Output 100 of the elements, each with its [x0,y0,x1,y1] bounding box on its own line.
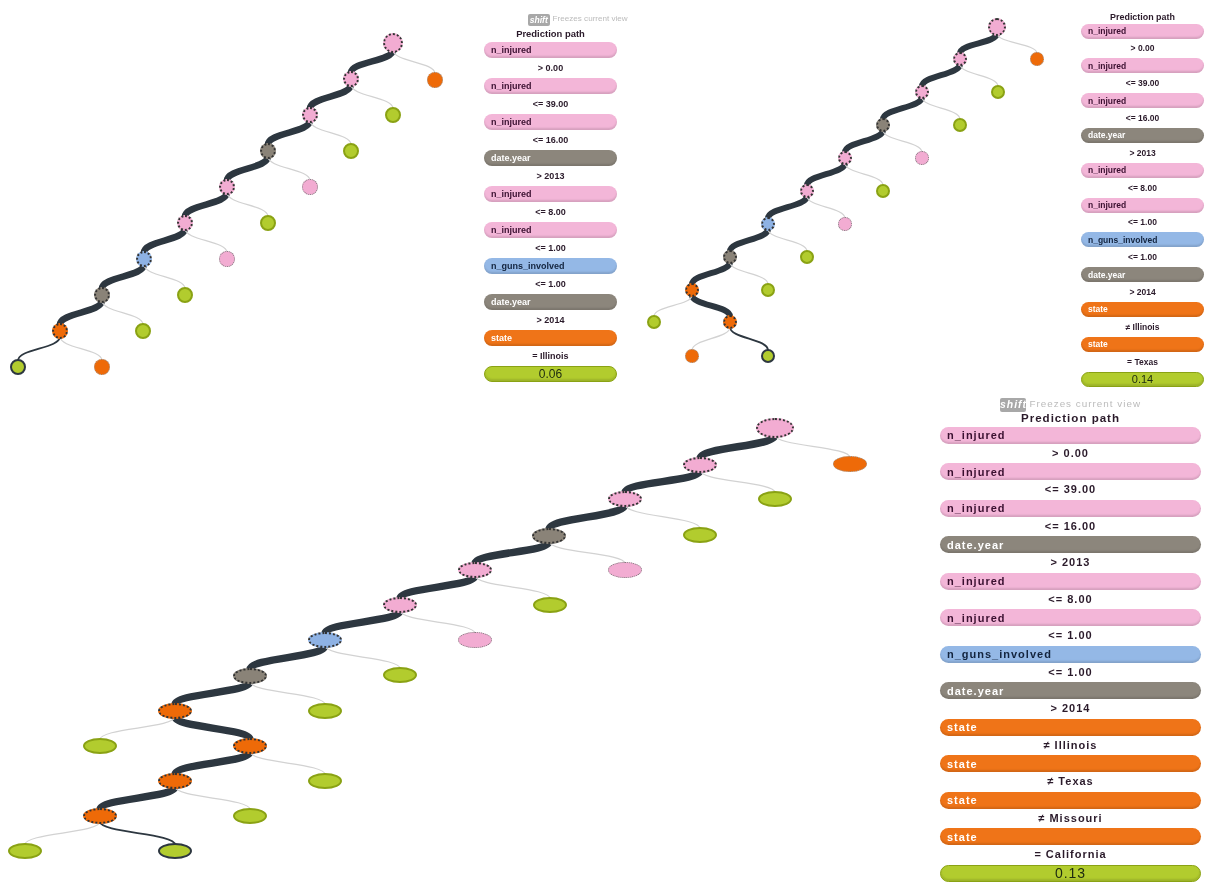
tree-branch [350,84,394,110]
feature-pill: date.year [484,294,617,310]
leaf-node [953,118,967,132]
feature-pill: n_injured [940,572,1201,590]
tree-branch [474,575,551,600]
leaf-node [458,632,492,648]
condition-text: ≠ Illinois [1124,321,1161,332]
prediction-value: 0.06 [484,366,617,382]
leaf-node [647,315,661,329]
split-node [94,287,110,303]
leaf-node [308,773,342,789]
condition-text: <= 1.00 [1047,665,1094,679]
feature-pill: state [940,755,1201,772]
split-node [685,283,699,297]
split-node [876,118,890,132]
condition-text: > 0.00 [1051,446,1090,460]
key-badge: shift [528,13,550,27]
leaf-node [10,359,26,375]
tree-branch [324,645,401,670]
leaf-node [219,251,235,267]
feature-pill: state [940,791,1201,809]
hint-text: Freezes current view [1029,398,1143,410]
feature-pill: date.year [484,150,617,166]
condition-text: ≠ Illinois [1042,738,1099,752]
panel-heading: Prediction path [1019,412,1121,426]
feature-pill: n_injured [940,426,1201,444]
feature-pill: state [484,330,617,346]
split-node [723,315,737,329]
leaf-node [383,667,417,683]
tree-branch [921,96,961,120]
condition-text: <= 16.00 [1043,519,1098,533]
tree-branch [882,129,923,153]
condition-text: <= 8.00 [1127,182,1158,193]
tree-branch [806,195,846,219]
feature-pill: date.year [1081,127,1204,143]
key-badge: shift [1000,397,1027,413]
condition-text: ≠ Texas [1046,775,1095,789]
leaf-node [683,527,717,543]
leaf-node [308,703,342,719]
tree-branch [249,751,326,776]
feature-pill: n_injured [484,114,617,130]
tree-branch [653,294,693,317]
condition-text: <= 8.00 [1047,592,1094,606]
condition-text: <= 16.00 [1124,112,1161,124]
feature-pill: n_injured [1081,93,1204,109]
leaf-node [427,72,443,88]
condition-text: ≠ Missouri [1037,811,1104,825]
split-node [953,52,967,66]
split-node [988,18,1006,36]
condition-text: <= 1.00 [534,242,567,254]
split-node [83,808,117,824]
split-node [838,151,852,165]
tree-branch [624,504,701,530]
condition-text: <= 1.00 [1047,629,1094,643]
condition-text: <= 1.00 [1127,217,1158,228]
condition-text: <= 39.00 [531,98,570,110]
tree-branch [729,261,769,285]
leaf-node [1030,52,1044,66]
leaf-node [685,349,699,363]
leaf-node [833,456,867,472]
feature-pill: n_injured [1081,23,1204,39]
condition-text: <= 1.00 [1127,252,1158,263]
feature-pill: state [1081,336,1204,352]
split-node [158,703,192,719]
feature-pill: date.year [940,536,1201,553]
feature-pill: n_guns_involved [1081,232,1204,248]
prediction-value: 0.13 [940,864,1201,882]
feature-pill: n_injured [484,222,617,238]
condition-text: <= 8.00 [534,206,567,218]
panel-heading: Prediction path [515,28,586,40]
leaf-node [260,215,276,231]
condition-text: <= 16.00 [531,134,570,146]
leaf-node [94,359,110,375]
feature-pill: n_guns_involved [484,258,617,274]
condition-text: > 2013 [1128,147,1157,158]
condition-text: <= 1.00 [534,278,567,290]
feature-pill: n_injured [1081,162,1204,178]
leaf-node [233,808,267,824]
tree-branch [267,156,311,182]
prediction-value: 0.14 [1081,371,1204,387]
tree-branch [959,63,999,87]
leaf-node [83,738,117,754]
leaf-node [838,217,852,231]
split-node [383,33,403,53]
condition-text: > 2014 [1049,702,1092,716]
tree-branch [767,228,808,252]
feature-pill: state [1081,301,1204,317]
condition-text: > 0.00 [1129,43,1156,54]
tree-branch [59,336,103,362]
feature-pill: n_injured [484,186,617,202]
leaf-node [991,85,1005,99]
condition-text: > 2013 [1049,556,1092,570]
split-node [233,668,267,684]
split-node [761,217,775,231]
split-node [52,323,68,339]
tree-branch [143,264,186,290]
condition-text: > 2013 [535,170,566,182]
feature-pill: n_injured [940,463,1201,480]
split-node [177,215,193,231]
leaf-node [8,843,42,859]
